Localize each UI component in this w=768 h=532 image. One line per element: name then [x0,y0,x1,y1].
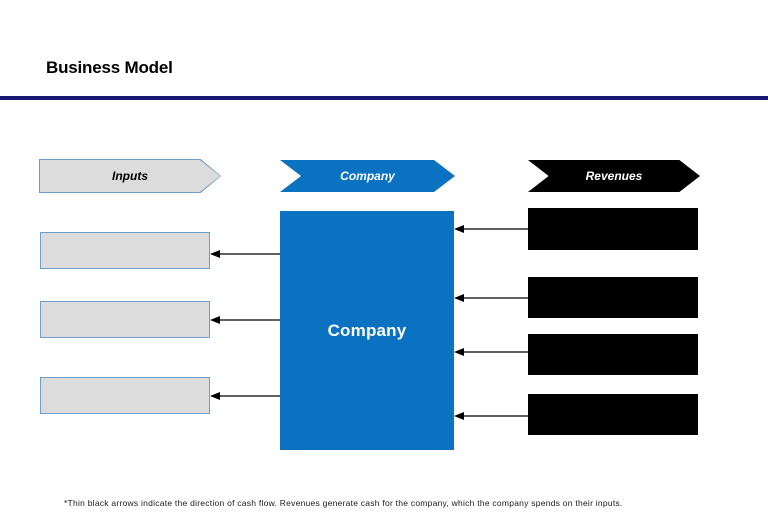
cash-flow-arrow-from-revenue-3-icon [454,346,528,358]
cash-flow-arrow-from-revenue-2-icon [454,292,528,304]
cash-flow-arrow-from-revenue-4-icon [454,410,528,422]
cash-flow-arrow-from-revenue-1-icon [454,223,528,235]
company-banner[interactable]: Company [280,160,455,192]
inputs-banner-label: Inputs [112,169,148,183]
page-title: Business Model [46,58,173,77]
cash-flow-arrow-to-input-3-icon [210,390,280,402]
inputs-banner[interactable]: Inputs [40,160,220,192]
title-divider-rule [0,96,768,100]
company-banner-label: Company [340,169,395,183]
revenue-box-2[interactable] [528,277,698,318]
revenue-box-3[interactable] [528,334,698,375]
footnote-text: *Thin black arrows indicate the directio… [64,498,623,508]
cash-flow-arrow-to-input-2-icon [210,314,280,326]
cash-flow-arrow-to-input-1-icon [210,248,280,260]
revenues-banner[interactable]: Revenues [528,160,700,192]
input-box-1[interactable] [40,232,210,269]
company-box-label: Company [327,320,407,340]
revenues-banner-label: Revenues [585,169,643,183]
input-box-2[interactable] [40,301,210,338]
revenue-box-4[interactable] [528,394,698,435]
revenue-box-1[interactable] [528,208,698,250]
input-box-3[interactable] [40,377,210,414]
company-box[interactable]: Company [280,211,454,450]
